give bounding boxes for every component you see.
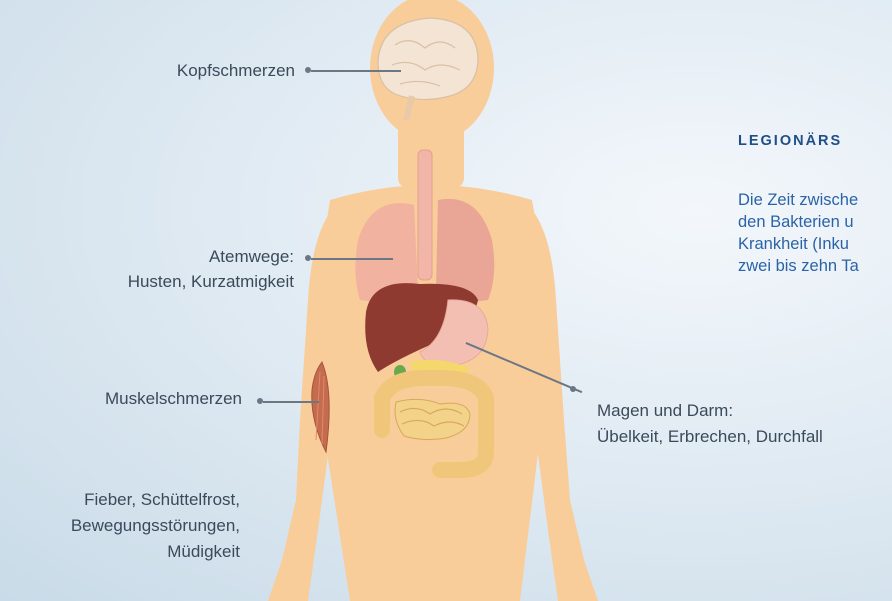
connector-airways-dot [305,255,311,261]
connector-gut-dot [570,386,576,392]
info-line: zwei bis zehn Ta [738,255,892,277]
connector-muscle-line [263,401,319,403]
connector-muscle-dot [257,398,263,404]
label-head: Kopfschmerzen [177,60,295,82]
info-line: Krankheit (Inku [738,233,892,255]
label-general-1: Fieber, Schüttelfrost, [84,489,240,511]
info-line: den Bakterien u [738,211,892,233]
label-muscle: Muskelschmerzen [105,388,242,410]
info-heading: LEGIONÄRS [738,133,842,149]
info-text: Die Zeit zwische den Bakterien u Krankhe… [738,189,892,277]
label-gut-detail: Übelkeit, Erbrechen, Durchfall [597,426,823,448]
info-line: Die Zeit zwische [738,189,892,211]
connector-airways-line [311,258,393,260]
trachea [418,150,432,280]
label-general-2: Bewegungsstörungen, [71,515,240,537]
label-general-3: Müdigkeit [167,541,240,563]
connector-head-line [311,70,401,72]
label-airways-detail: Husten, Kurzatmigkeit [128,271,294,293]
small-intestine [395,399,470,439]
label-airways-title: Atemwege: [209,246,294,268]
label-gut-title: Magen und Darm: [597,400,733,422]
connector-head-dot [305,67,311,73]
